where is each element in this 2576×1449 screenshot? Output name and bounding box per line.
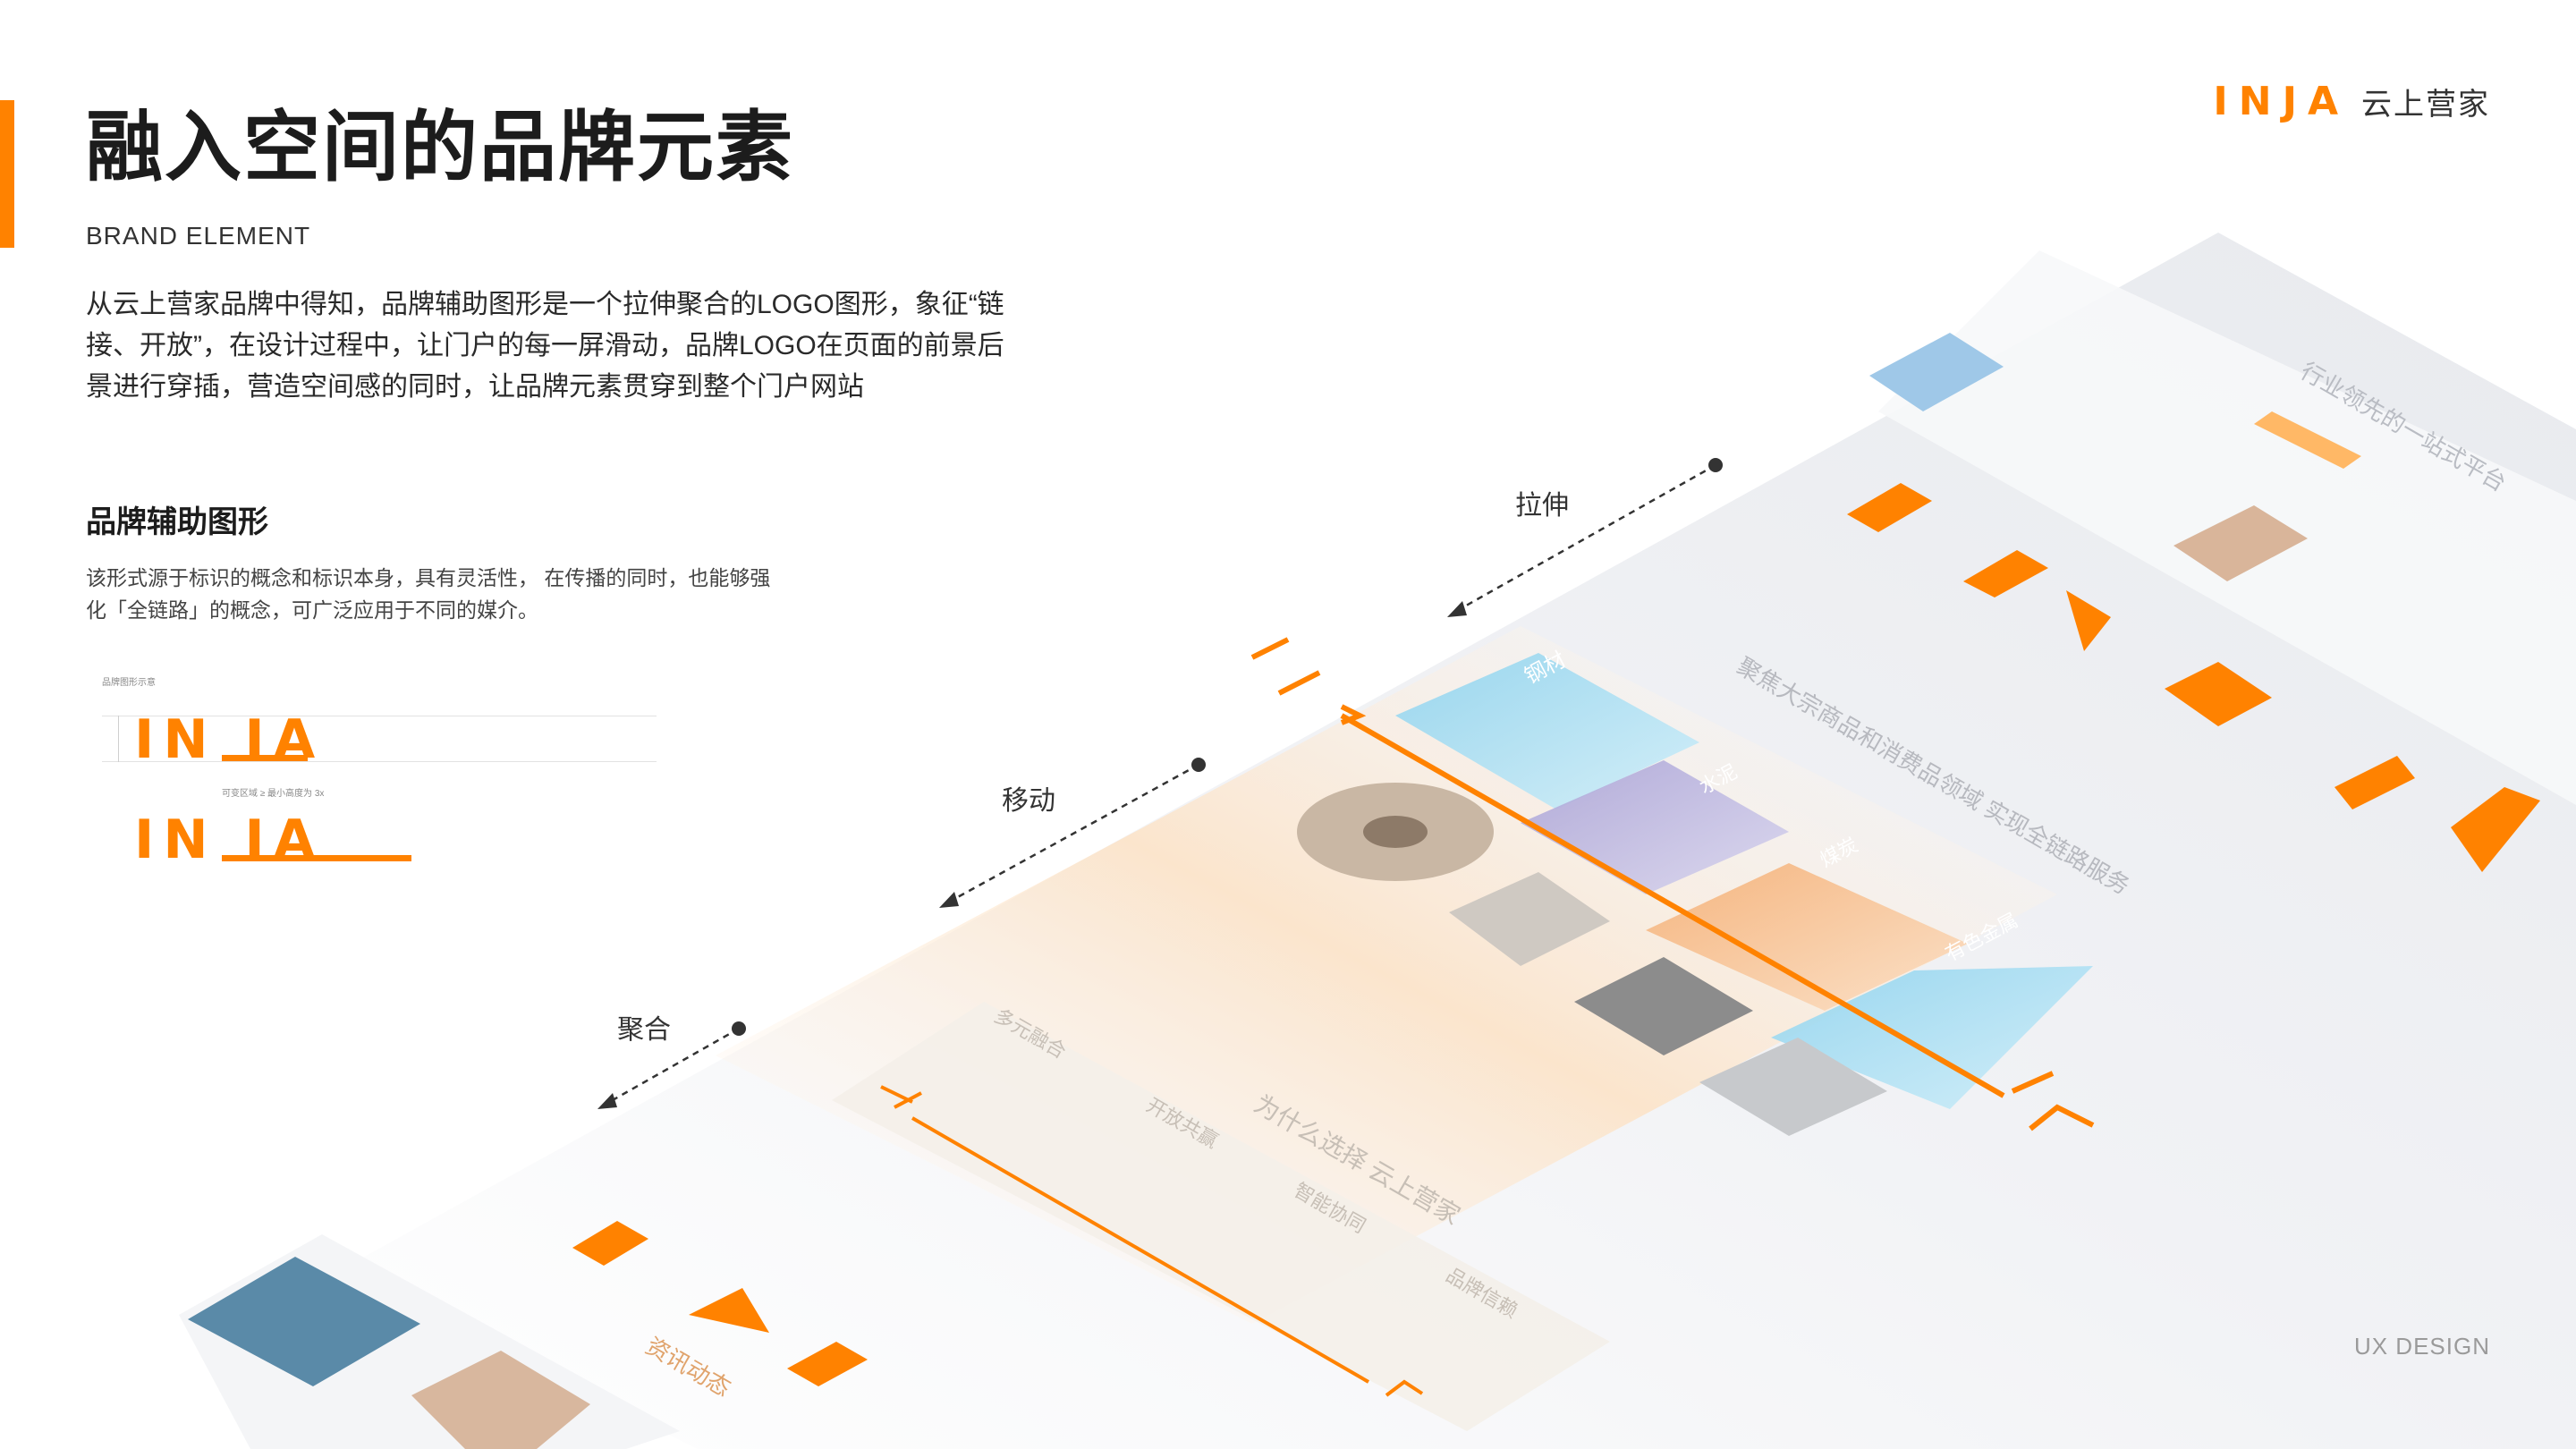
label-gather: 聚合	[617, 1015, 671, 1045]
diagram-guide-bottom	[102, 761, 657, 762]
section-description: 该形式源于标识的概念和标识本身，具有灵活性， 在传播的同时，也能够强化「全链路」…	[86, 566, 771, 622]
brand-line-large	[1250, 637, 2095, 1131]
accent-bar-5	[2334, 756, 2415, 809]
arrow-stretch-head	[1447, 601, 1467, 617]
diagram-guide-left	[118, 716, 119, 762]
arrow-stretch-start	[1708, 458, 1723, 472]
logo-short-text: IN IA	[134, 708, 325, 771]
footer-label: UX DESIGN	[2353, 1333, 2490, 1360]
brand-logo-mark: INJA	[2213, 79, 2349, 124]
news-image-2	[411, 1351, 590, 1449]
label-stretch: 拉伸	[1515, 491, 1569, 521]
card-steel	[1395, 653, 1699, 809]
intro-text: 从云上营家品牌中得知，品牌辅助图形是一个拉伸聚合的LOGO图形，象征“链接、开放…	[86, 290, 1004, 402]
arrow-stretch	[1453, 463, 1716, 614]
card-cement	[1521, 760, 1789, 894]
page-top-image-2	[2174, 505, 2308, 581]
product-rebar	[1449, 872, 1610, 966]
brand-logo-name: 云上营家	[2361, 88, 2490, 122]
page-subtitle: BRAND ELEMENT	[86, 222, 311, 250]
accent-bar-6	[2451, 787, 2540, 872]
accent-bar-7	[572, 1221, 648, 1266]
accent-bar	[0, 100, 14, 248]
brand-line-small	[880, 1085, 1424, 1397]
arrow-gather	[604, 1027, 740, 1106]
card-metal	[1771, 966, 2093, 1109]
arrow-move-head	[939, 892, 959, 908]
accent-bar-9	[787, 1342, 868, 1386]
page-top-image	[1869, 333, 2004, 411]
accent-bar-4	[2165, 662, 2272, 726]
diagram-caption: 品牌图形示意	[102, 678, 156, 688]
accent-bar-2	[1963, 550, 2048, 597]
logo-long: IN IA	[134, 809, 324, 871]
logo-short-bar	[222, 755, 308, 761]
section-heading: 品牌辅助图形	[86, 505, 268, 539]
arrow-move-start	[1191, 758, 1206, 772]
page-title: 融入空间的品牌元素	[86, 105, 794, 191]
arrow-gather-start	[732, 1021, 746, 1036]
product-coal	[1574, 957, 1753, 1055]
card-coal	[1646, 863, 1968, 1011]
accent-bar-3	[2066, 590, 2111, 651]
news-image	[188, 1257, 420, 1386]
brand-logo: INJA 云上营家	[2213, 79, 2490, 124]
logo-short: IN IA	[134, 708, 324, 771]
arrow-gather-head	[597, 1093, 617, 1109]
page-top-button	[2254, 411, 2361, 469]
arrow-move	[945, 763, 1199, 905]
diagram-note: 可变区域 ≥ 最小高度为 3x	[222, 789, 325, 799]
accent-bar-8	[689, 1288, 769, 1333]
logo-long-text: IN IA	[134, 809, 325, 871]
accent-bar-1	[1847, 483, 1932, 532]
logo-long-bar	[222, 855, 411, 861]
product-pipes	[1699, 1038, 1887, 1136]
product-coil-hole	[1363, 816, 1428, 848]
page-why	[832, 1002, 1610, 1431]
label-move: 移动	[1002, 786, 1055, 816]
